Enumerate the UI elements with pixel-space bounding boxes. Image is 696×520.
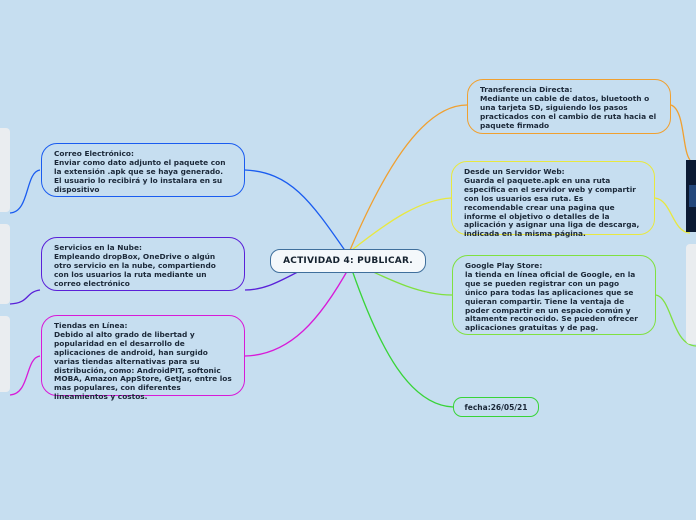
connector-nube-out — [10, 290, 40, 304]
node-servicios-nube[interactable]: Servicios en la Nube: Empleando dropBox,… — [41, 237, 245, 291]
central-topic[interactable]: ACTIVIDAD 4: PUBLICAR. — [270, 249, 426, 273]
connector-fecha — [352, 270, 453, 407]
connector-transferencia-out — [671, 105, 690, 160]
node-fecha[interactable]: fecha:26/05/21 — [453, 397, 539, 417]
side-card-left-2 — [0, 224, 10, 304]
side-card-right-1 — [686, 244, 696, 344]
side-card-left-3 — [0, 316, 10, 392]
image-fragment-detail — [689, 185, 696, 207]
node-transferencia-directa[interactable]: Transferencia Directa: Mediante un cable… — [467, 79, 671, 134]
connector-transferencia — [350, 105, 467, 250]
node-correo-electronico[interactable]: Correo Electrónico: Enviar como dato adj… — [41, 143, 245, 197]
connector-correo-out — [10, 170, 40, 213]
connector-servidor — [352, 198, 451, 250]
node-google-play-store[interactable]: Google Play Store: la tienda en línea of… — [452, 255, 656, 335]
node-tiendas-en-linea[interactable]: Tiendas en Línea: Debido al alto grado d… — [41, 315, 245, 396]
connector-tiendas-out — [10, 356, 40, 395]
connector-correo — [245, 170, 346, 252]
connector-servidor-out — [655, 198, 690, 233]
side-card-left-1 — [0, 128, 10, 212]
node-servidor-web[interactable]: Desde un Servidor Web: Guarda el paquete… — [451, 161, 655, 235]
connector-tiendas — [245, 266, 350, 356]
